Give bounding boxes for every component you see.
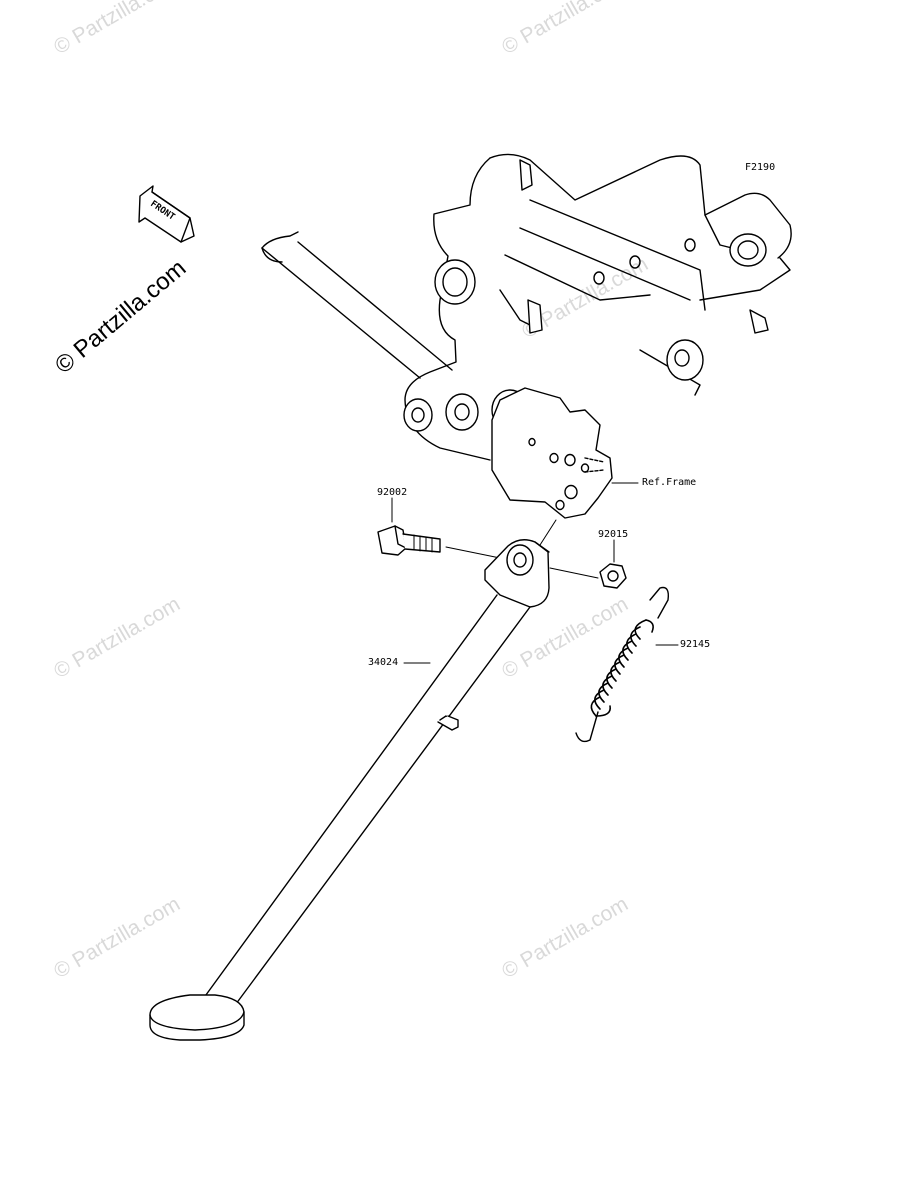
frame-tube <box>261 231 453 379</box>
spring <box>575 586 670 743</box>
bolt-leader <box>445 546 501 559</box>
part-label-92145: 92145 <box>680 639 711 650</box>
assembly-line <box>539 519 557 546</box>
part-label-92002: 92002 <box>377 487 408 498</box>
frame-body <box>403 153 792 461</box>
part-label-34024: 34024 <box>368 657 399 668</box>
side-stand <box>149 594 531 1041</box>
front-arrow-icon: FRONT <box>138 185 195 243</box>
nut-leader <box>549 567 599 579</box>
figure-code: F2190 <box>745 162 776 173</box>
stand-pivot <box>484 539 550 608</box>
bolt <box>377 525 441 556</box>
stand-bracket <box>491 387 613 519</box>
nut <box>599 563 627 589</box>
ref-frame-label: Ref.Frame <box>642 477 697 488</box>
part-label-92015: 92015 <box>598 529 629 540</box>
